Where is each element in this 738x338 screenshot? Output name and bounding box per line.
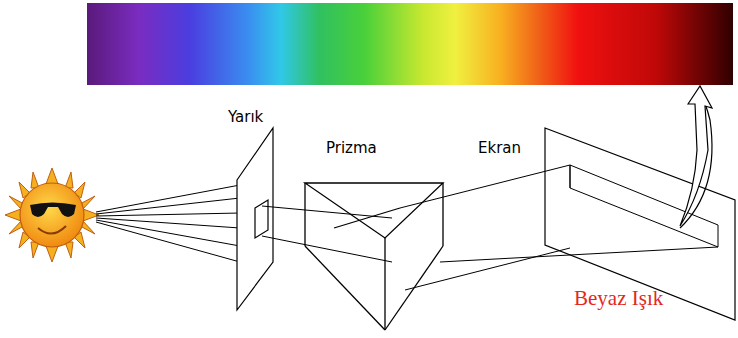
sun — [5, 168, 99, 262]
beam-out — [400, 165, 718, 290]
slit-label: Yarık — [228, 108, 263, 126]
slit-plate — [237, 128, 273, 310]
screen-label: Ekran — [478, 139, 521, 157]
prism — [305, 183, 443, 330]
prism-label: Prizma — [326, 139, 377, 157]
curved-arrow-head — [680, 86, 712, 226]
light-rays — [96, 185, 240, 262]
white-light-label: Beyaz Işık — [574, 286, 663, 311]
spectrum-bar — [87, 3, 733, 85]
